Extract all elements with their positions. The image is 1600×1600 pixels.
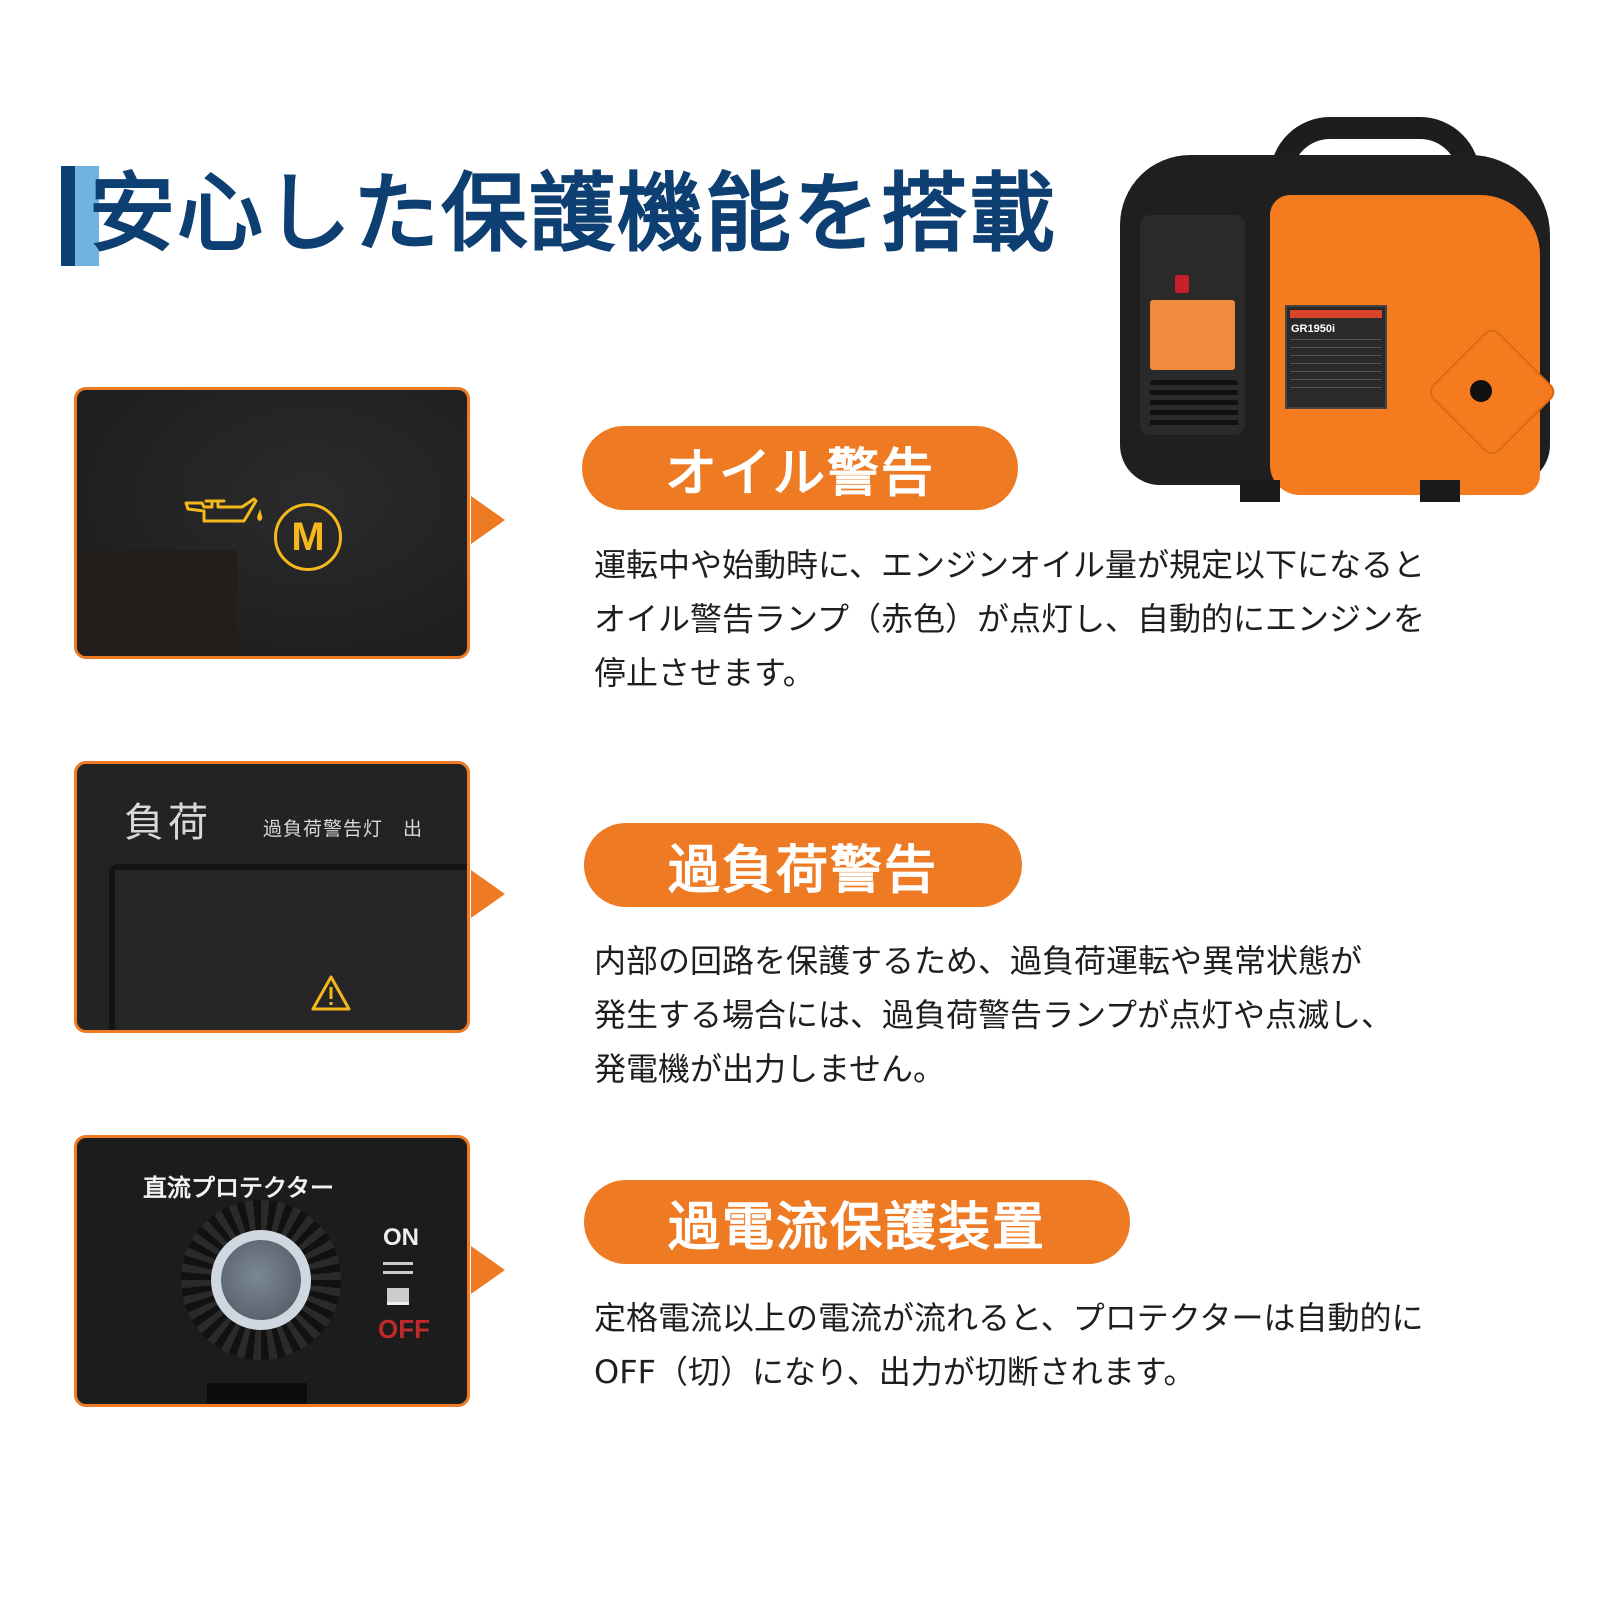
description-line: 定格電流以上の電流が流れると、プロテクターは自動的に <box>594 1299 1424 1337</box>
panel-label-load: 負荷 <box>124 800 212 846</box>
generator-warning-sticker <box>1150 300 1235 370</box>
generator-spec-label: GR1950i <box>1285 305 1387 409</box>
generator-vent <box>1150 380 1238 430</box>
panel-shadow <box>77 550 237 656</box>
title-accent-bar-light <box>75 166 99 266</box>
warning-strip <box>1290 310 1382 318</box>
model-label: GR1950i <box>1291 323 1336 335</box>
overcurrent-protection-heading: 過電流保護装置 <box>584 1180 1130 1264</box>
title-accent-bar-dark <box>61 166 75 266</box>
oil-warning-description: 運転中や始動時に、エンジンオイル量が規定以下になると オイル警告ランプ（赤色）が… <box>594 538 1554 700</box>
panel-label-dc-protector: 直流プロテクター <box>143 1174 335 1202</box>
overload-warning-description: 内部の回路を保護するため、過負荷運転や異常状態が 発生する場合には、過負荷警告ラ… <box>594 934 1554 1096</box>
indicator-window <box>109 864 467 1030</box>
oil-warning-image: M <box>74 387 470 659</box>
overcurrent-protector-image: 直流プロテクター ON OFF <box>74 1135 470 1407</box>
pointer-arrow-icon <box>471 496 505 544</box>
generator-product-image: GR1950i <box>1120 95 1559 515</box>
switch-off-icon <box>387 1288 409 1305</box>
overcurrent-protection-description: 定格電流以上の電流が流れると、プロテクターは自動的に OFF（切）になり、出力が… <box>594 1291 1554 1399</box>
fuel-switch-icon <box>1175 275 1189 293</box>
switch-on-icon <box>383 1262 413 1274</box>
panel-label-overload-lamp: 過負荷警告灯 出 <box>263 818 424 840</box>
page-title: 安心した保護機能を搭載 <box>89 163 1057 264</box>
off-label: OFF <box>378 1314 430 1344</box>
protector-button-icon <box>181 1200 341 1360</box>
generator-orange-cover: GR1950i <box>1270 195 1559 495</box>
description-line: 発電機が出力しません。 <box>594 1050 946 1088</box>
pointer-arrow-icon <box>471 870 505 918</box>
generator-foot <box>1240 480 1280 502</box>
oil-cap-hole <box>1470 380 1492 402</box>
panel-slot <box>207 1383 307 1404</box>
pointer-arrow-icon <box>471 1246 505 1294</box>
oil-warning-heading: オイル警告 <box>582 426 1018 510</box>
oil-can-icon <box>184 497 263 523</box>
button-center <box>221 1240 301 1320</box>
generator-control-panel <box>1140 215 1245 435</box>
warning-triangle-icon <box>311 975 351 1011</box>
spec-table <box>1290 339 1382 389</box>
description-line: 発生する場合には、過負荷警告ランプが点灯や点滅し、 <box>594 996 1394 1034</box>
description-line: 運転中や始動時に、エンジンオイル量が規定以下になると <box>594 546 1426 584</box>
overload-warning-heading: 過負荷警告 <box>584 823 1022 907</box>
description-line: オイル警告ランプ（赤色）が点灯し、自動的にエンジンを <box>594 600 1426 638</box>
description-line: 停止させます。 <box>594 654 815 692</box>
overload-warning-image: 負荷 過負荷警告灯 出 <box>74 761 470 1033</box>
fuel-cap-panel <box>1425 325 1559 459</box>
m-badge-icon: M <box>274 503 342 571</box>
description-line: 内部の回路を保護するため、過負荷運転や異常状態が <box>594 942 1363 980</box>
on-label: ON <box>383 1224 419 1251</box>
button-ring <box>211 1230 311 1330</box>
generator-foot <box>1420 480 1460 502</box>
description-line: OFF（切）になり、出力が切断されます。 <box>594 1353 1196 1391</box>
